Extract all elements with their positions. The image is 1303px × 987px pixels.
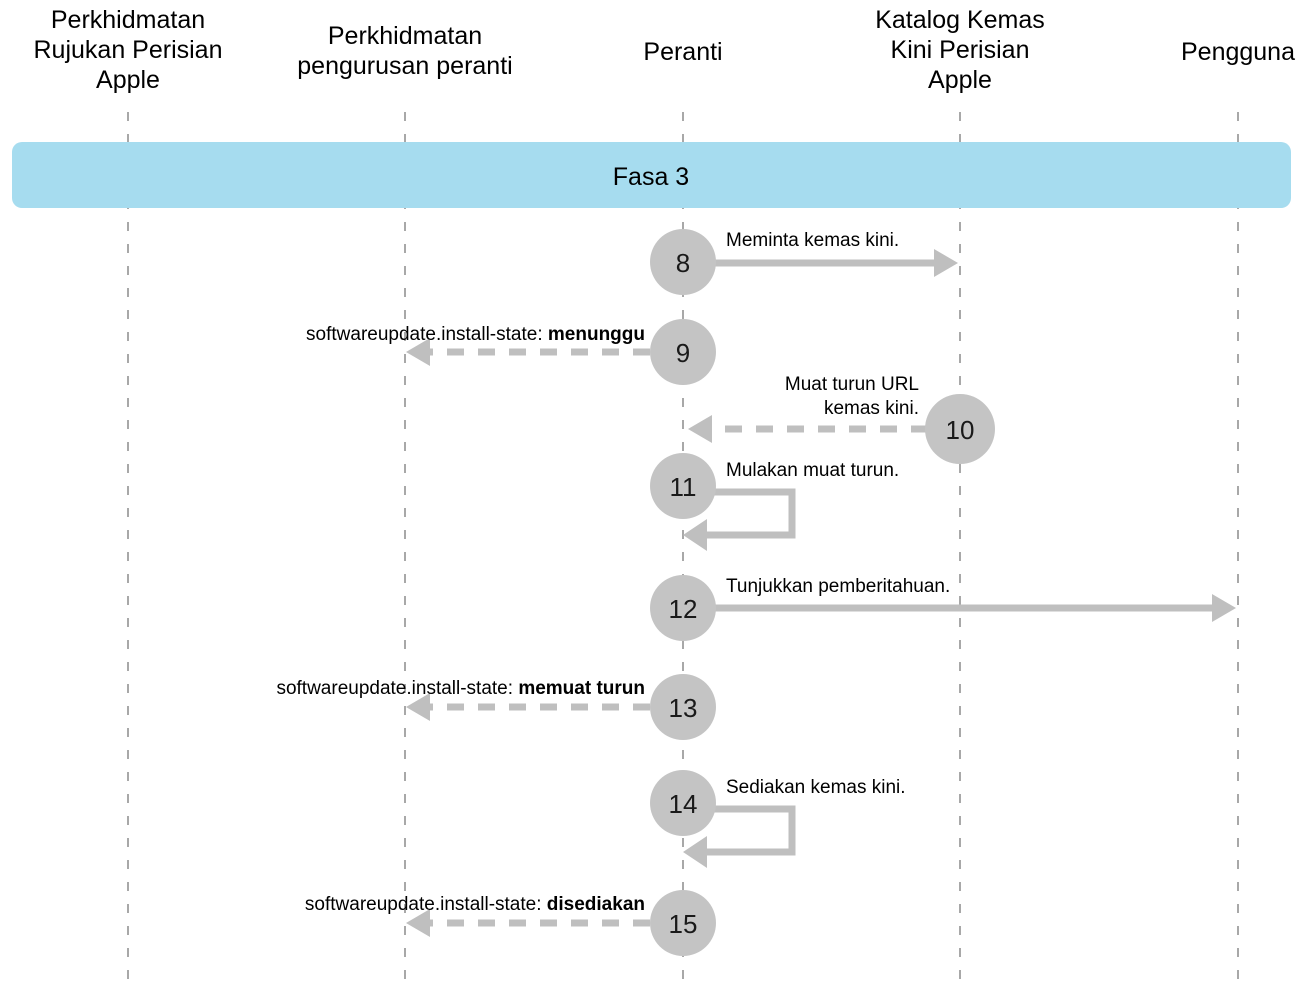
step-10: Muat turun URL kemas kini. 10	[688, 374, 995, 464]
step-11-arrow-head	[683, 519, 707, 551]
step-13-label: softwareupdate.install-state: memuat tur…	[276, 678, 645, 699]
lane-title-line: Pengguna	[1181, 38, 1295, 66]
lane-header-device: Peranti	[643, 38, 722, 66]
lane-header-apple-software-lookup: Perkhidmatan Rujukan Perisian Apple	[34, 6, 223, 94]
lane-title-line: Apple	[96, 66, 160, 94]
step-9-label: softwareupdate.install-state: menunggu	[306, 324, 645, 345]
step-15-arrow-head	[406, 909, 430, 937]
step-11: Mulakan muat turun. 11	[650, 453, 899, 551]
step-14: Sediakan kemas kini. 14	[650, 770, 906, 868]
step-15-label: softwareupdate.install-state: disediakan	[305, 894, 645, 915]
step-9-arrow-head	[406, 338, 430, 366]
step-8-node	[650, 229, 716, 295]
step-9: softwareupdate.install-state: menunggu 9	[306, 319, 716, 385]
lane-title-line: Peranti	[643, 38, 722, 66]
step-12: Tunjukkan pemberitahuan. 12	[650, 575, 1236, 641]
step-11-selfloop-line	[683, 488, 796, 539]
step-13-arrow-head	[406, 693, 430, 721]
step-15-node	[650, 890, 716, 956]
step-10-number: 10	[946, 415, 975, 445]
step-15: softwareupdate.install-state: disediakan…	[305, 890, 716, 956]
step-9-node	[650, 319, 716, 385]
lane-title-line: Perkhidmatan	[51, 6, 205, 34]
phase-label: Fasa 3	[613, 163, 689, 191]
step-11-number: 11	[670, 472, 697, 502]
step-13: softwareupdate.install-state: memuat tur…	[276, 674, 716, 740]
step-13-node	[650, 674, 716, 740]
phase-band	[12, 142, 1291, 208]
lane-headers: Perkhidmatan Rujukan Perisian Apple Perk…	[34, 6, 1296, 94]
step-12-node	[650, 575, 716, 641]
step-8-number: 8	[676, 248, 690, 278]
lane-title-line: Perkhidmatan	[328, 22, 482, 50]
step-8-arrow-head	[934, 249, 958, 277]
step-14-selfloop-line	[683, 805, 796, 856]
lane-title-line: pengurusan peranti	[297, 52, 512, 80]
step-13-number: 13	[669, 693, 698, 723]
step-9-number: 9	[676, 338, 690, 368]
lane-header-user: Pengguna	[1181, 38, 1295, 66]
step-8-label: Meminta kemas kini.	[726, 230, 899, 251]
step-10-label-line-1: Muat turun URL	[785, 374, 919, 395]
step-10-label-line-2: kemas kini.	[824, 398, 919, 419]
step-12-number: 12	[669, 594, 698, 624]
step-10-arrow-head	[688, 415, 712, 443]
phase-band-group: Fasa 3	[12, 142, 1291, 208]
step-14-node	[650, 770, 716, 836]
step-12-arrow-head	[1212, 594, 1236, 622]
lane-header-apple-software-update-catalog: Katalog Kemas Kini Perisian Apple	[875, 6, 1045, 94]
step-11-node	[650, 453, 716, 519]
step-14-label: Sediakan kemas kini.	[726, 777, 906, 798]
lane-title-line: Apple	[928, 66, 992, 94]
step-15-number: 15	[669, 909, 698, 939]
lane-title-line: Katalog Kemas	[875, 6, 1045, 34]
step-10-node	[925, 394, 995, 464]
step-12-label: Tunjukkan pemberitahuan.	[726, 576, 950, 597]
step-14-arrow-head	[683, 836, 707, 868]
step-11-label: Mulakan muat turun.	[726, 460, 899, 481]
step-14-number: 14	[669, 789, 698, 819]
step-8: Meminta kemas kini. 8	[650, 229, 958, 295]
lane-title-line: Rujukan Perisian	[34, 36, 223, 64]
lane-header-device-management-service: Perkhidmatan pengurusan peranti	[297, 22, 512, 80]
lane-title-line: Kini Perisian	[891, 36, 1030, 64]
